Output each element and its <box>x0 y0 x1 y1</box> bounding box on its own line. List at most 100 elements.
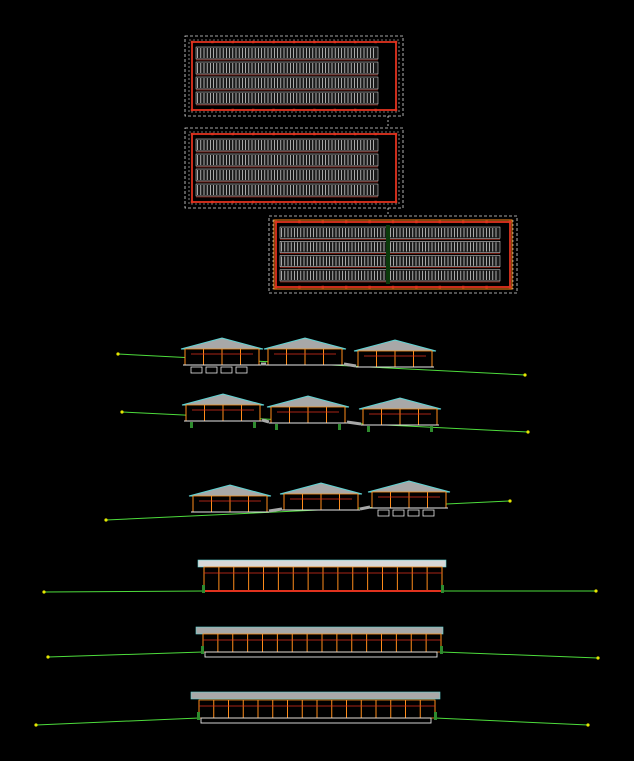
cross-section-3 <box>104 480 512 522</box>
covered-walkway <box>359 505 371 511</box>
cage-row <box>195 138 379 153</box>
column-marker <box>272 40 275 44</box>
ground-marker <box>46 655 50 659</box>
column-marker <box>313 200 316 204</box>
column-marker <box>508 220 512 224</box>
column-marker <box>462 220 465 224</box>
roof <box>367 480 451 493</box>
ground-marker <box>586 723 590 727</box>
end-marker <box>197 712 200 720</box>
column-marker <box>333 108 336 112</box>
shed-section <box>181 393 270 428</box>
pier-marker <box>367 426 370 432</box>
column-marker <box>354 200 357 204</box>
roof-band <box>190 691 441 700</box>
column-marker <box>415 220 418 224</box>
shed-section <box>279 482 371 511</box>
longitudinal-elevation-3 <box>34 691 590 727</box>
longitudinal-elevation-1 <box>42 559 598 594</box>
cage-box <box>220 366 233 374</box>
column-marker <box>190 108 194 112</box>
column-marker <box>211 108 214 112</box>
column-marker <box>252 132 255 136</box>
end-marker <box>441 585 444 593</box>
column-marker <box>485 285 488 289</box>
column-marker <box>391 220 395 224</box>
plan-boundary <box>184 35 404 117</box>
roof <box>188 484 272 497</box>
pier-marker <box>430 426 433 432</box>
column-marker <box>333 40 336 44</box>
roof <box>353 339 437 352</box>
column-marker <box>211 40 214 44</box>
roof <box>263 337 347 350</box>
column-marker <box>345 285 348 289</box>
roof-band <box>197 559 447 568</box>
column-marker <box>354 40 357 44</box>
column-marker <box>394 108 398 112</box>
ground-marker <box>104 518 108 522</box>
cage-box <box>205 366 218 374</box>
covered-walkway <box>261 418 270 424</box>
column-marker <box>292 200 296 204</box>
column-marker <box>231 132 234 136</box>
column-marker <box>211 200 214 204</box>
pier-marker <box>253 422 256 428</box>
column-marker <box>321 220 324 224</box>
cage-row <box>195 61 379 76</box>
shed-section <box>263 337 357 368</box>
column-marker <box>190 200 194 204</box>
column-marker <box>394 132 398 136</box>
column-marker <box>394 200 398 204</box>
column-marker <box>274 285 278 289</box>
column-marker <box>292 132 296 136</box>
cross-sections-group <box>104 337 530 522</box>
roof <box>181 393 265 406</box>
column-marker <box>252 108 255 112</box>
column-marker <box>333 132 336 136</box>
ground-line <box>43 590 205 593</box>
roof <box>358 397 442 410</box>
ground-line <box>440 651 599 659</box>
column-marker <box>272 132 275 136</box>
cage-row <box>195 153 379 168</box>
column-marker <box>415 285 418 289</box>
plan-view-1 <box>184 35 404 117</box>
column-marker <box>374 200 377 204</box>
column-marker <box>368 220 371 224</box>
column-marker <box>394 40 398 44</box>
cage-box <box>407 509 420 517</box>
roof <box>266 395 350 408</box>
longitudinal-elevation-2 <box>46 626 600 660</box>
plan-boundary <box>184 127 404 209</box>
plan-views-group <box>184 35 518 294</box>
cage-row <box>195 76 379 91</box>
cage-box <box>235 366 248 374</box>
column-marker <box>274 220 278 224</box>
ground-marker <box>120 410 124 414</box>
cage-box <box>392 509 405 517</box>
column-marker <box>485 220 488 224</box>
column-marker <box>354 108 357 112</box>
column-marker <box>231 108 234 112</box>
ground-marker <box>116 352 120 356</box>
ground-marker <box>34 723 38 727</box>
roof <box>180 337 264 350</box>
ground-line <box>434 717 589 726</box>
ground-marker <box>594 589 598 593</box>
column-marker <box>211 132 214 136</box>
cross-section-2 <box>120 393 530 434</box>
pier-marker <box>190 422 193 428</box>
pier-marker <box>275 424 278 430</box>
column-marker <box>374 108 377 112</box>
column-marker <box>298 285 301 289</box>
covered-walkway <box>343 362 357 368</box>
column-marker <box>508 285 512 289</box>
cage-box <box>377 509 390 517</box>
foundation <box>204 651 438 658</box>
column-marker <box>313 108 316 112</box>
column-marker <box>321 285 324 289</box>
column-marker <box>252 40 255 44</box>
ground-marker <box>523 373 527 377</box>
cross-section-1 <box>116 337 527 377</box>
